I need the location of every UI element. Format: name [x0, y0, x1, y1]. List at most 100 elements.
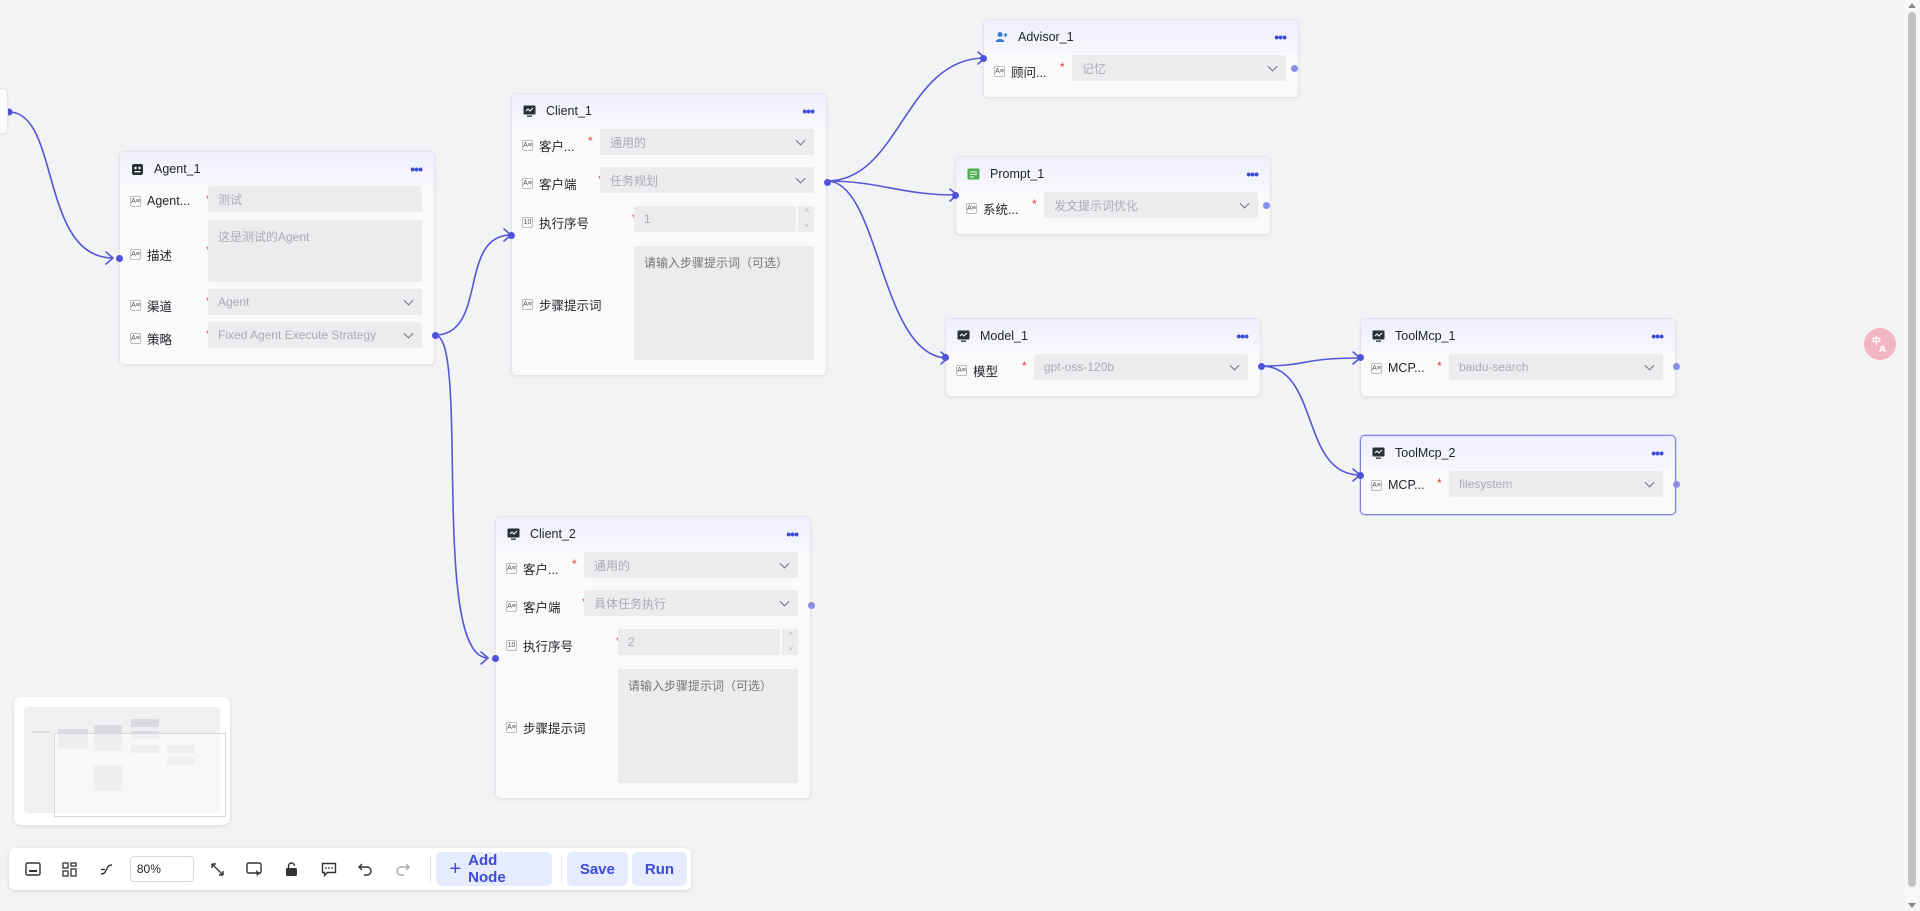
chevron-up-icon[interactable]: ˄	[804, 208, 810, 215]
system-prompt-select[interactable]: 发文提示词优化	[1044, 192, 1258, 218]
sequence-stepper[interactable]: ˄˅	[782, 629, 798, 655]
more-icon[interactable]: •••	[1651, 445, 1664, 461]
number-field-icon: 10	[506, 640, 517, 651]
agent-node-header[interactable]: Agent_1 •••	[120, 152, 434, 186]
client-type-select[interactable]: 通用的	[584, 552, 798, 578]
select-area-icon[interactable]	[241, 855, 269, 883]
client1-node[interactable]: Client_1 ••• A≡ 客户... * 通用的 A≡ 客户端 * 任务规…	[508, 93, 831, 376]
output-handle[interactable]	[824, 179, 831, 186]
more-icon[interactable]: •••	[802, 103, 815, 119]
client-type-select[interactable]: 通用的	[600, 129, 814, 155]
field-label: 步骤提示词	[539, 299, 602, 313]
sequence-stepper[interactable]: ˄˅	[798, 206, 814, 232]
scroll-down-icon[interactable]	[1908, 903, 1916, 908]
input-handle[interactable]	[980, 55, 987, 62]
output-handle[interactable]	[1673, 363, 1680, 370]
client2-node[interactable]: Client_2 ••• A≡ 客户... * 通用的 A≡ 客户端 * 具体任…	[492, 516, 815, 799]
output-handle[interactable]	[808, 602, 815, 609]
model-node-header[interactable]: Model_1 •••	[946, 319, 1260, 353]
redo-icon[interactable]	[389, 855, 417, 883]
chevron-down-icon	[779, 558, 790, 569]
input-handle[interactable]	[952, 192, 959, 199]
client-field-row: A≡ 客户端 *	[522, 172, 603, 193]
client2-node-header[interactable]: Client_2 •••	[496, 517, 810, 551]
description-textarea[interactable]: 这是测试的Agent	[208, 220, 422, 282]
chevron-up-icon[interactable]: ˄	[788, 631, 794, 638]
output-handle[interactable]	[1258, 363, 1265, 370]
input-handle[interactable]	[1357, 354, 1364, 361]
input-handle[interactable]	[1357, 472, 1364, 479]
more-icon[interactable]: •••	[1274, 29, 1287, 45]
strategy-select[interactable]: Fixed Agent Execute Strategy	[208, 322, 422, 348]
field-label: 客户...	[539, 140, 575, 154]
field-label: MCP...	[1388, 361, 1425, 375]
lock-icon[interactable]	[278, 855, 306, 883]
output-handle[interactable]	[1291, 65, 1298, 72]
minimap[interactable]	[14, 697, 230, 825]
run-button[interactable]: Run	[631, 852, 688, 886]
client-select-value: 具体任务执行	[594, 596, 667, 611]
client1-node-header[interactable]: Client_1 •••	[512, 94, 826, 128]
step-prompt-textarea[interactable]	[618, 669, 798, 783]
mcp-select-value: filesystem	[1459, 477, 1513, 491]
minimap-viewport[interactable]	[54, 733, 226, 817]
output-handle[interactable]	[1673, 481, 1680, 488]
prompt-node-header[interactable]: Prompt_1 •••	[956, 157, 1270, 191]
system-prompt-select-value: 发文提示词优化	[1054, 198, 1139, 213]
model-node-title: Model_1	[980, 329, 1028, 343]
more-icon[interactable]: •••	[1651, 328, 1664, 344]
prompt-node[interactable]: Prompt_1 ••• A≡ 系统... * 发文提示词优化	[952, 156, 1271, 235]
input-handle[interactable]	[116, 255, 123, 262]
text-field-icon: A≡	[522, 178, 533, 189]
add-node-button[interactable]: + Add Node	[436, 852, 552, 886]
more-icon[interactable]: •••	[1236, 328, 1249, 344]
input-handle[interactable]	[508, 232, 515, 239]
layout-grid-icon[interactable]	[56, 855, 84, 883]
start-node-partial[interactable]	[0, 88, 8, 134]
toolmcp2-node-header[interactable]: ToolMcp_2 •••	[1361, 436, 1675, 470]
step-prompt-textarea[interactable]	[634, 246, 814, 360]
save-button[interactable]: Save	[566, 852, 628, 886]
scrollbar-thumb[interactable]	[1908, 12, 1916, 887]
chevron-down-icon[interactable]: ˅	[804, 223, 810, 230]
channel-select[interactable]: Agent	[208, 289, 422, 315]
input-handle[interactable]	[492, 655, 499, 662]
zoom-input[interactable]: 80%	[129, 856, 194, 882]
mcp-select[interactable]: filesystem	[1449, 471, 1663, 497]
minimap-toggle-icon[interactable]	[19, 855, 47, 883]
toolmcp2-node[interactable]: ToolMcp_2 ••• A≡ MCP... * filesystem	[1357, 435, 1680, 515]
agent-node[interactable]: Agent_1 ••• A≡ Agent... * 测试 A≡ 描述 * 这是测…	[116, 151, 439, 365]
field-label: 执行序号	[523, 640, 574, 654]
agent-name-input[interactable]: 测试	[208, 186, 422, 212]
more-icon[interactable]: •••	[786, 526, 799, 542]
advisor-select[interactable]: 记忆	[1072, 55, 1286, 81]
edge-style-icon[interactable]	[93, 855, 121, 883]
undo-icon[interactable]	[352, 855, 380, 883]
scroll-up-icon[interactable]	[1908, 3, 1916, 8]
model-node[interactable]: Model_1 ••• A≡ 模型 * gpt-oss-120b	[942, 318, 1265, 397]
text-field-icon: A≡	[506, 563, 517, 574]
advisor-node[interactable]: Advisor_1 ••• A≡ 顾问... * 记忆	[980, 19, 1299, 98]
more-icon[interactable]: •••	[410, 161, 423, 177]
required-mark: *	[1437, 359, 1442, 373]
fit-view-icon[interactable]	[204, 855, 232, 883]
sequence-number-input[interactable]: 2	[618, 629, 780, 655]
output-handle[interactable]	[432, 332, 439, 339]
model-select[interactable]: gpt-oss-120b	[1034, 354, 1248, 380]
vertical-scrollbar[interactable]	[1904, 0, 1920, 911]
chevron-down-icon[interactable]: ˅	[788, 646, 794, 653]
client-select[interactable]: 任务规划	[600, 167, 814, 193]
toolmcp1-node-header[interactable]: ToolMcp_1 •••	[1361, 319, 1675, 353]
toolmcp1-node[interactable]: ToolMcp_1 ••• A≡ MCP... * baidu-search	[1357, 318, 1680, 397]
mcp-field-row: A≡ MCP... *	[1371, 476, 1442, 492]
input-handle[interactable]	[942, 354, 949, 361]
mcp-select[interactable]: baidu-search	[1449, 354, 1663, 380]
client-select[interactable]: 具体任务执行	[584, 590, 798, 616]
sequence-number-input[interactable]: 1	[634, 206, 796, 232]
more-icon[interactable]: •••	[1246, 166, 1259, 182]
advisor-node-header[interactable]: Advisor_1 •••	[984, 20, 1298, 54]
comment-icon[interactable]	[315, 855, 343, 883]
output-handle[interactable]	[1263, 202, 1270, 209]
